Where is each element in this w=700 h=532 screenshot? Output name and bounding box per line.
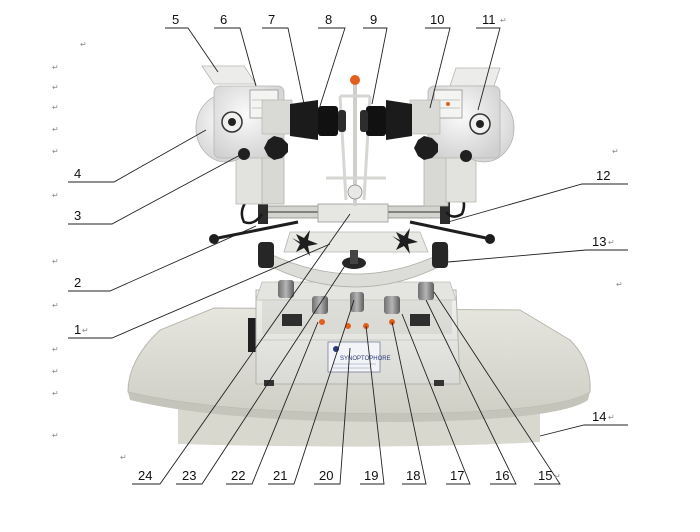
return-mark: ↵ xyxy=(554,472,561,481)
eyepiece-left xyxy=(290,100,318,140)
return-mark: ↵ xyxy=(52,431,59,440)
indicator-light xyxy=(319,319,325,325)
label-10: 10 xyxy=(430,12,444,27)
label-20: 20 xyxy=(319,468,333,483)
label-11: 11 xyxy=(482,12,496,27)
star-knob-left xyxy=(292,230,318,256)
left-arm xyxy=(195,65,346,205)
label-1: 1 xyxy=(74,322,81,337)
label-2: 2 xyxy=(74,275,81,290)
knob xyxy=(418,282,434,300)
label-4: 4 xyxy=(74,166,81,181)
return-mark: ↵ xyxy=(52,345,59,354)
mirror-housing-right xyxy=(449,67,501,87)
return-mark: ↵ xyxy=(612,147,619,156)
eyepiece-lens-left xyxy=(318,106,338,136)
label-8: 8 xyxy=(325,12,332,27)
label-14: 14 xyxy=(592,409,606,424)
leader-lines xyxy=(68,27,628,485)
control-button-right xyxy=(410,314,430,326)
control-button-left xyxy=(282,314,302,326)
label-9: 9 xyxy=(370,12,377,27)
return-mark: ↵ xyxy=(52,257,59,266)
label-21: 21 xyxy=(273,468,287,483)
return-mark: ↵ xyxy=(608,238,615,247)
star-knob-right-arm xyxy=(414,136,438,160)
star-knob-right xyxy=(392,228,418,254)
number-labels: 5 6 7 8 9 10 11 ↵ 4 3 2 1 ↵ 12 13 ↵ 14 ↵… xyxy=(74,12,615,483)
return-mark: ↵ xyxy=(52,147,59,156)
return-mark: ↵ xyxy=(82,326,89,335)
side-knob-right xyxy=(432,242,448,268)
return-mark: ↵ xyxy=(608,413,615,422)
mirror-housing-left xyxy=(201,65,257,85)
return-mark: ↵ xyxy=(52,389,59,398)
knob xyxy=(312,296,328,314)
knob-right-arm xyxy=(460,150,472,162)
nameplate-title: SYNOPTOPHORE xyxy=(340,356,391,362)
return-mark: ↵ xyxy=(80,40,87,49)
label-15: 15 xyxy=(538,468,552,483)
knob xyxy=(384,296,400,314)
label-23: 23 xyxy=(182,468,196,483)
right-arm xyxy=(360,67,515,207)
eyepiece-lens-right xyxy=(366,106,386,136)
knob-3 xyxy=(238,148,250,160)
return-mark: ↵ xyxy=(52,83,59,92)
return-mark: ↵ xyxy=(52,191,59,200)
return-mark: ↵ xyxy=(120,453,127,462)
horizontal-rails xyxy=(209,178,495,244)
side-knob-left xyxy=(258,242,274,268)
knob xyxy=(278,280,294,298)
return-mark: ↵ xyxy=(616,280,623,289)
label-3: 3 xyxy=(74,208,81,223)
eyepiece-right xyxy=(386,100,412,140)
return-mark: ↵ xyxy=(500,16,507,25)
handle-right xyxy=(409,220,487,240)
label-6: 6 xyxy=(220,12,227,27)
label-7: 7 xyxy=(268,12,275,27)
handle-left xyxy=(217,220,299,240)
chin-rest-9 xyxy=(326,75,386,206)
label-18: 18 xyxy=(406,468,420,483)
label-17: 17 xyxy=(450,468,464,483)
label-13: 13 xyxy=(592,234,606,249)
return-mark: ↵ xyxy=(52,125,59,134)
star-knob-left-arm xyxy=(264,136,288,160)
return-mark: ↵ xyxy=(52,367,59,376)
label-22: 22 xyxy=(231,468,245,483)
indicator-light xyxy=(345,323,351,329)
knob xyxy=(350,292,364,312)
label-5: 5 xyxy=(172,12,179,27)
label-16: 16 xyxy=(495,468,509,483)
margin-return-marks: ↵ ↵ ↵ ↵ ↵ ↵ ↵ ↵ ↵ ↵ ↵ ↵ ↵ ↵ ↵ ↵ xyxy=(52,40,623,462)
label-19: 19 xyxy=(364,468,378,483)
return-mark: ↵ xyxy=(52,103,59,112)
base-knobs xyxy=(278,280,434,314)
central-mechanism xyxy=(258,228,449,288)
return-mark: ↵ xyxy=(52,63,59,72)
label-12: 12 xyxy=(596,168,610,183)
label-24: 24 xyxy=(138,468,152,483)
return-mark: ↵ xyxy=(52,301,59,310)
